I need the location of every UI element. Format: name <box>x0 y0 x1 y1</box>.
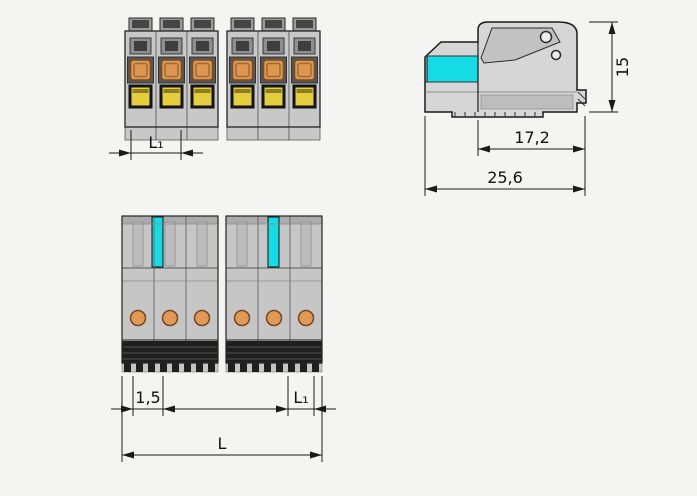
dim-offset-1-5 <box>111 376 336 416</box>
housing-outline <box>124 30 219 128</box>
dim-label-15: 15 <box>613 57 632 77</box>
pivot-hole <box>539 30 553 44</box>
front-pole <box>185 16 220 142</box>
housing-outline <box>121 215 219 364</box>
front-pole <box>123 16 158 142</box>
front-pole-group-left <box>123 16 220 142</box>
bottom-pole-group-left <box>121 215 219 373</box>
dim-label-l1-bottom: L₁ <box>293 388 308 407</box>
dim-label-l: L <box>218 434 227 453</box>
housing-outline <box>226 30 321 128</box>
bottom-view <box>121 215 323 373</box>
bottom-pole-group-right <box>225 215 323 373</box>
comb-teeth <box>228 363 319 372</box>
cyan-highlight-bottom <box>151 216 164 268</box>
dim-label-l1-top: L₁ <box>148 133 163 152</box>
front-pole <box>256 16 291 142</box>
dim-label-1-5: 1,5 <box>135 388 160 407</box>
pivot-hole <box>550 49 562 61</box>
front-pole <box>225 16 260 142</box>
dim-length-l <box>121 376 323 462</box>
front-pole <box>287 16 322 142</box>
side-lower-body <box>480 94 574 110</box>
dim-depth-25-6 <box>424 116 585 196</box>
front-view <box>123 16 322 142</box>
dim-depth-17-2 <box>477 116 586 196</box>
front-pole <box>154 16 189 142</box>
cyan-highlight-side <box>426 55 479 83</box>
comb-strip <box>122 341 218 363</box>
dim-label-25-6: 25,6 <box>487 168 523 187</box>
dim-l1-top <box>109 130 203 160</box>
housing-outline <box>225 215 323 364</box>
dim-l1-bottom <box>266 376 336 416</box>
comb-teeth <box>124 363 215 372</box>
serration-ticks <box>454 91 586 117</box>
side-view <box>424 21 587 118</box>
front-pole-group-right <box>225 16 322 142</box>
cyan-highlight-bottom <box>267 216 280 268</box>
comb-strip <box>226 341 322 363</box>
dim-height-15 <box>589 21 618 113</box>
dim-label-17-2: 17,2 <box>514 128 550 147</box>
